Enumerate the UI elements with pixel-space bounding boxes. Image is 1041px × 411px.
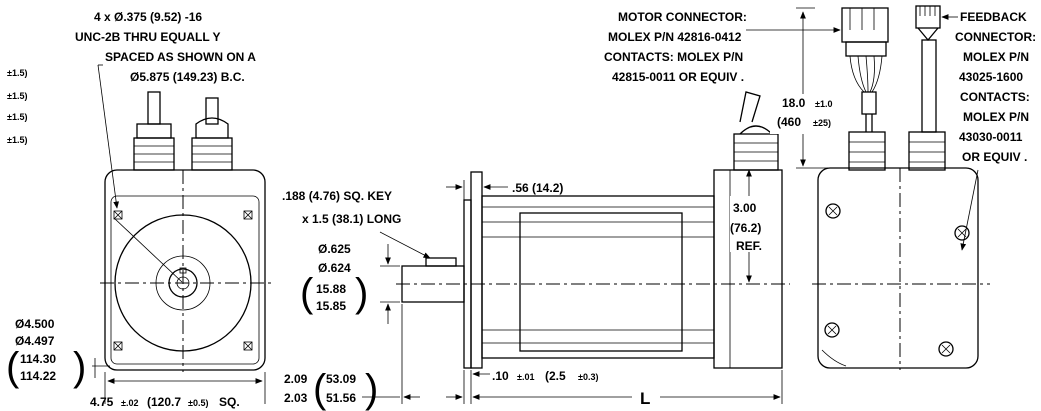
svg-text:): ): [365, 367, 378, 411]
hole-note-line-3: SPACED AS SHOWN ON A: [105, 50, 256, 64]
svg-text:(: (: [313, 367, 327, 411]
svg-text:(: (: [6, 345, 20, 389]
cable-length-tol1: ±1.0: [815, 99, 832, 109]
key-note-line-2: x 1.5 (38.1) LONG: [302, 212, 401, 226]
shaft-dia-min: Ø.624: [318, 261, 351, 275]
shaft-diameter-dim: Ø.625 Ø.624 ( 15.88 15.85 ): [300, 242, 400, 324]
tolerance-mark-3: ±1.5): [7, 112, 27, 122]
width-dim-suffix: SQ.: [219, 395, 240, 409]
flange-thickness-dim: .56 (14.2): [446, 180, 563, 200]
pilot-dia-min: Ø4.497: [15, 334, 55, 348]
svg-text:(: (: [300, 271, 314, 315]
flange-thickness-label: .56 (14.2): [512, 181, 563, 195]
pilot-depth-main: .10: [492, 369, 509, 383]
mounting-holes: [113, 210, 253, 351]
rear-view: [812, 5, 990, 370]
feedback-connector: [915, 5, 941, 133]
motor-connector-note: MOTOR CONNECTOR: MOLEX P/N 42816-0412 CO…: [604, 10, 841, 84]
width-dim-main: 4.75: [90, 395, 114, 409]
hole-note: 4 x Ø.375 (9.52) -16 UNC-2B THRU EQUALL …: [75, 10, 256, 209]
cable-length-main: 18.0: [782, 96, 806, 110]
height-dim-main: 3.00: [733, 201, 757, 215]
cable-length-dim: 18.0 ±1.0 (460 ±25): [770, 7, 850, 169]
length-label: L: [640, 389, 650, 408]
pilot-depth-metric: (2.5: [545, 369, 566, 383]
width-dim-tol1: ±.02: [121, 398, 138, 408]
pilot-dia-max: Ø4.500: [15, 317, 55, 331]
feedback-note-line-1: FEEDBACK: [960, 10, 1027, 24]
feedback-note-line-6: MOLEX P/N: [963, 110, 1029, 124]
shaft-length-metric-min: 51.56: [326, 391, 356, 405]
length-dims: .10 ±.01 (2.5 ±0.3) L: [470, 369, 783, 408]
shaft-length-min: 2.03: [284, 391, 308, 405]
svg-text:): ): [73, 345, 86, 389]
tolerance-mark-2: ±1.5): [7, 91, 27, 101]
motor-note-line-2: MOLEX P/N 42816-0412: [608, 30, 742, 44]
pilot-dia-metric-min: 114.22: [20, 369, 56, 383]
rear-housing: [817, 167, 979, 369]
pilot-depth-tol2: ±0.3): [578, 372, 598, 382]
feedback-note-line-5: CONTACTS:: [960, 90, 1030, 104]
pilot-dia-metric-max: 114.30: [20, 352, 56, 366]
pilot-diameter-dim: Ø4.500 Ø4.497 ( 114.30 114.22 ): [6, 317, 110, 389]
hole-note-line-2: UNC-2B THRU EQUALL Y: [75, 30, 221, 44]
shaft-dia-metric-max: 15.88: [316, 282, 346, 296]
motor-connector: [841, 7, 889, 132]
svg-text:): ): [355, 271, 368, 315]
width-dim-metric: (120.7: [147, 395, 181, 409]
feedback-note-line-3: MOLEX P/N: [963, 50, 1029, 64]
cable-length-metric: (460: [777, 115, 801, 129]
shaft-dia-metric-min: 15.85: [316, 299, 346, 313]
shaft-length-metric-max: 53.09: [326, 372, 356, 386]
height-dim-ref: REF.: [736, 239, 762, 253]
pilot-depth-tol1: ±.01: [517, 372, 534, 382]
front-housing: [104, 169, 266, 371]
rear-screws: [824, 203, 970, 357]
tolerance-mark-1: ±1.5): [7, 68, 27, 78]
hole-note-line-4: Ø5.875 (149.23) B.C.: [130, 70, 245, 84]
shaft-dia-max: Ø.625: [318, 242, 351, 256]
shaft-length-max: 2.09: [284, 372, 308, 386]
feedback-connector-note: FEEDBACK CONNECTOR: MOLEX P/N 43025-1600…: [941, 10, 1036, 251]
hole-note-line-1: 4 x Ø.375 (9.52) -16: [94, 10, 202, 24]
width-dim: 4.75 ±.02 (120.7 ±0.5) SQ.: [90, 372, 266, 409]
front-view: [100, 91, 272, 372]
tolerance-mark-4: ±1.5): [7, 135, 27, 145]
side-view: [396, 91, 790, 369]
width-dim-tol2: ±0.5): [188, 398, 208, 408]
shaft-length-dim: 2.09 2.03 ( 53.09 51.56 ): [284, 304, 465, 411]
height-dim: 3.00 (76.2) REF.: [730, 169, 772, 283]
feedback-note-line-4: 43025-1600: [959, 70, 1023, 84]
feedback-note-line-7: 43030-0011: [959, 130, 1023, 144]
motor-note-line-3: CONTACTS: MOLEX P/N: [604, 50, 743, 64]
key-note-line-1: .188 (4.76) SQ. KEY: [282, 189, 392, 203]
feedback-note-line-2: CONNECTOR:: [955, 30, 1036, 44]
feedback-note-line-8: OR EQUIV .: [962, 150, 1027, 164]
cable-length-tol2: ±25): [813, 118, 831, 128]
motor-note-line-4: 42815-0011 OR EQUIV .: [612, 70, 744, 84]
height-dim-metric: (76.2): [730, 221, 761, 235]
key-note: .188 (4.76) SQ. KEY x 1.5 (38.1) LONG: [282, 189, 431, 259]
motor-note-line-1: MOTOR CONNECTOR:: [618, 10, 747, 24]
front-cable-glands: [133, 91, 233, 171]
